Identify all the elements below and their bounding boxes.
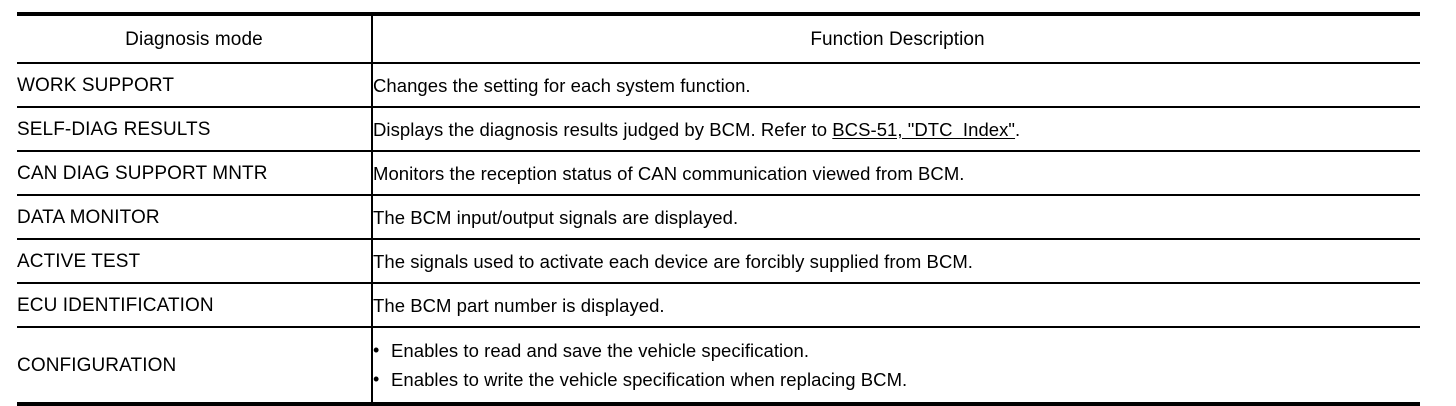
description-text-before-link: Displays the diagnosis results judged by… (373, 118, 833, 140)
diagnosis-mode-table: Diagnosis mode Function Description WORK… (17, 12, 1420, 406)
table-row: ACTIVE TEST The signals used to activate… (17, 238, 1420, 283)
cross-reference-link[interactable]: BCS-51, "DTC Index" (832, 118, 1016, 140)
list-item: • Enables to read and save the vehicle s… (373, 336, 1420, 365)
table-row: DATA MONITOR The BCM input/output signal… (17, 194, 1420, 239)
table-row: WORK SUPPORT Changes the setting for eac… (17, 62, 1420, 107)
cell-function-description: Monitors the reception status of CAN com… (371, 150, 1420, 195)
column-header-diagnosis-mode: Diagnosis mode (17, 14, 372, 64)
cell-function-description: The BCM input/output signals are display… (371, 194, 1420, 239)
cell-diagnosis-mode: SELF-DIAG RESULTS (17, 106, 372, 151)
cell-diagnosis-mode: DATA MONITOR (17, 194, 372, 239)
table-header: Diagnosis mode Function Description (17, 14, 1420, 64)
cell-function-description: • Enables to read and save the vehicle s… (371, 326, 1420, 404)
cell-function-description: The signals used to activate each device… (371, 238, 1420, 283)
description-text-after-link: . (1015, 118, 1021, 140)
cell-diagnosis-mode: WORK SUPPORT (17, 62, 372, 107)
cell-diagnosis-mode: ECU IDENTIFICATION (17, 282, 372, 327)
table-row: CONFIGURATION • Enables to read and save… (17, 326, 1420, 404)
bullet-list: • Enables to read and save the vehicle s… (373, 336, 1420, 394)
table-body: WORK SUPPORT Changes the setting for eac… (17, 62, 1420, 404)
column-header-function-description: Function Description (371, 14, 1420, 64)
cell-function-description: Changes the setting for each system func… (371, 62, 1420, 107)
bullet-icon: • (373, 369, 380, 389)
list-item: • Enables to write the vehicle specifica… (373, 365, 1420, 394)
cell-function-description: The BCM part number is displayed. (371, 282, 1420, 327)
table-row: SELF-DIAG RESULTS Displays the diagnosis… (17, 106, 1420, 151)
list-item-label: Enables to write the vehicle specificati… (391, 369, 908, 390)
cell-diagnosis-mode: CONFIGURATION (17, 326, 372, 404)
table-row: CAN DIAG SUPPORT MNTR Monitors the recep… (17, 150, 1420, 195)
list-item-label: Enables to read and save the vehicle spe… (391, 340, 810, 361)
cell-diagnosis-mode: ACTIVE TEST (17, 238, 372, 283)
cell-function-description: Displays the diagnosis results judged by… (371, 106, 1420, 151)
table-row: ECU IDENTIFICATION The BCM part number i… (17, 282, 1420, 327)
cell-diagnosis-mode: CAN DIAG SUPPORT MNTR (17, 150, 372, 195)
bullet-icon: • (373, 340, 380, 360)
table-header-row: Diagnosis mode Function Description (17, 14, 1420, 64)
